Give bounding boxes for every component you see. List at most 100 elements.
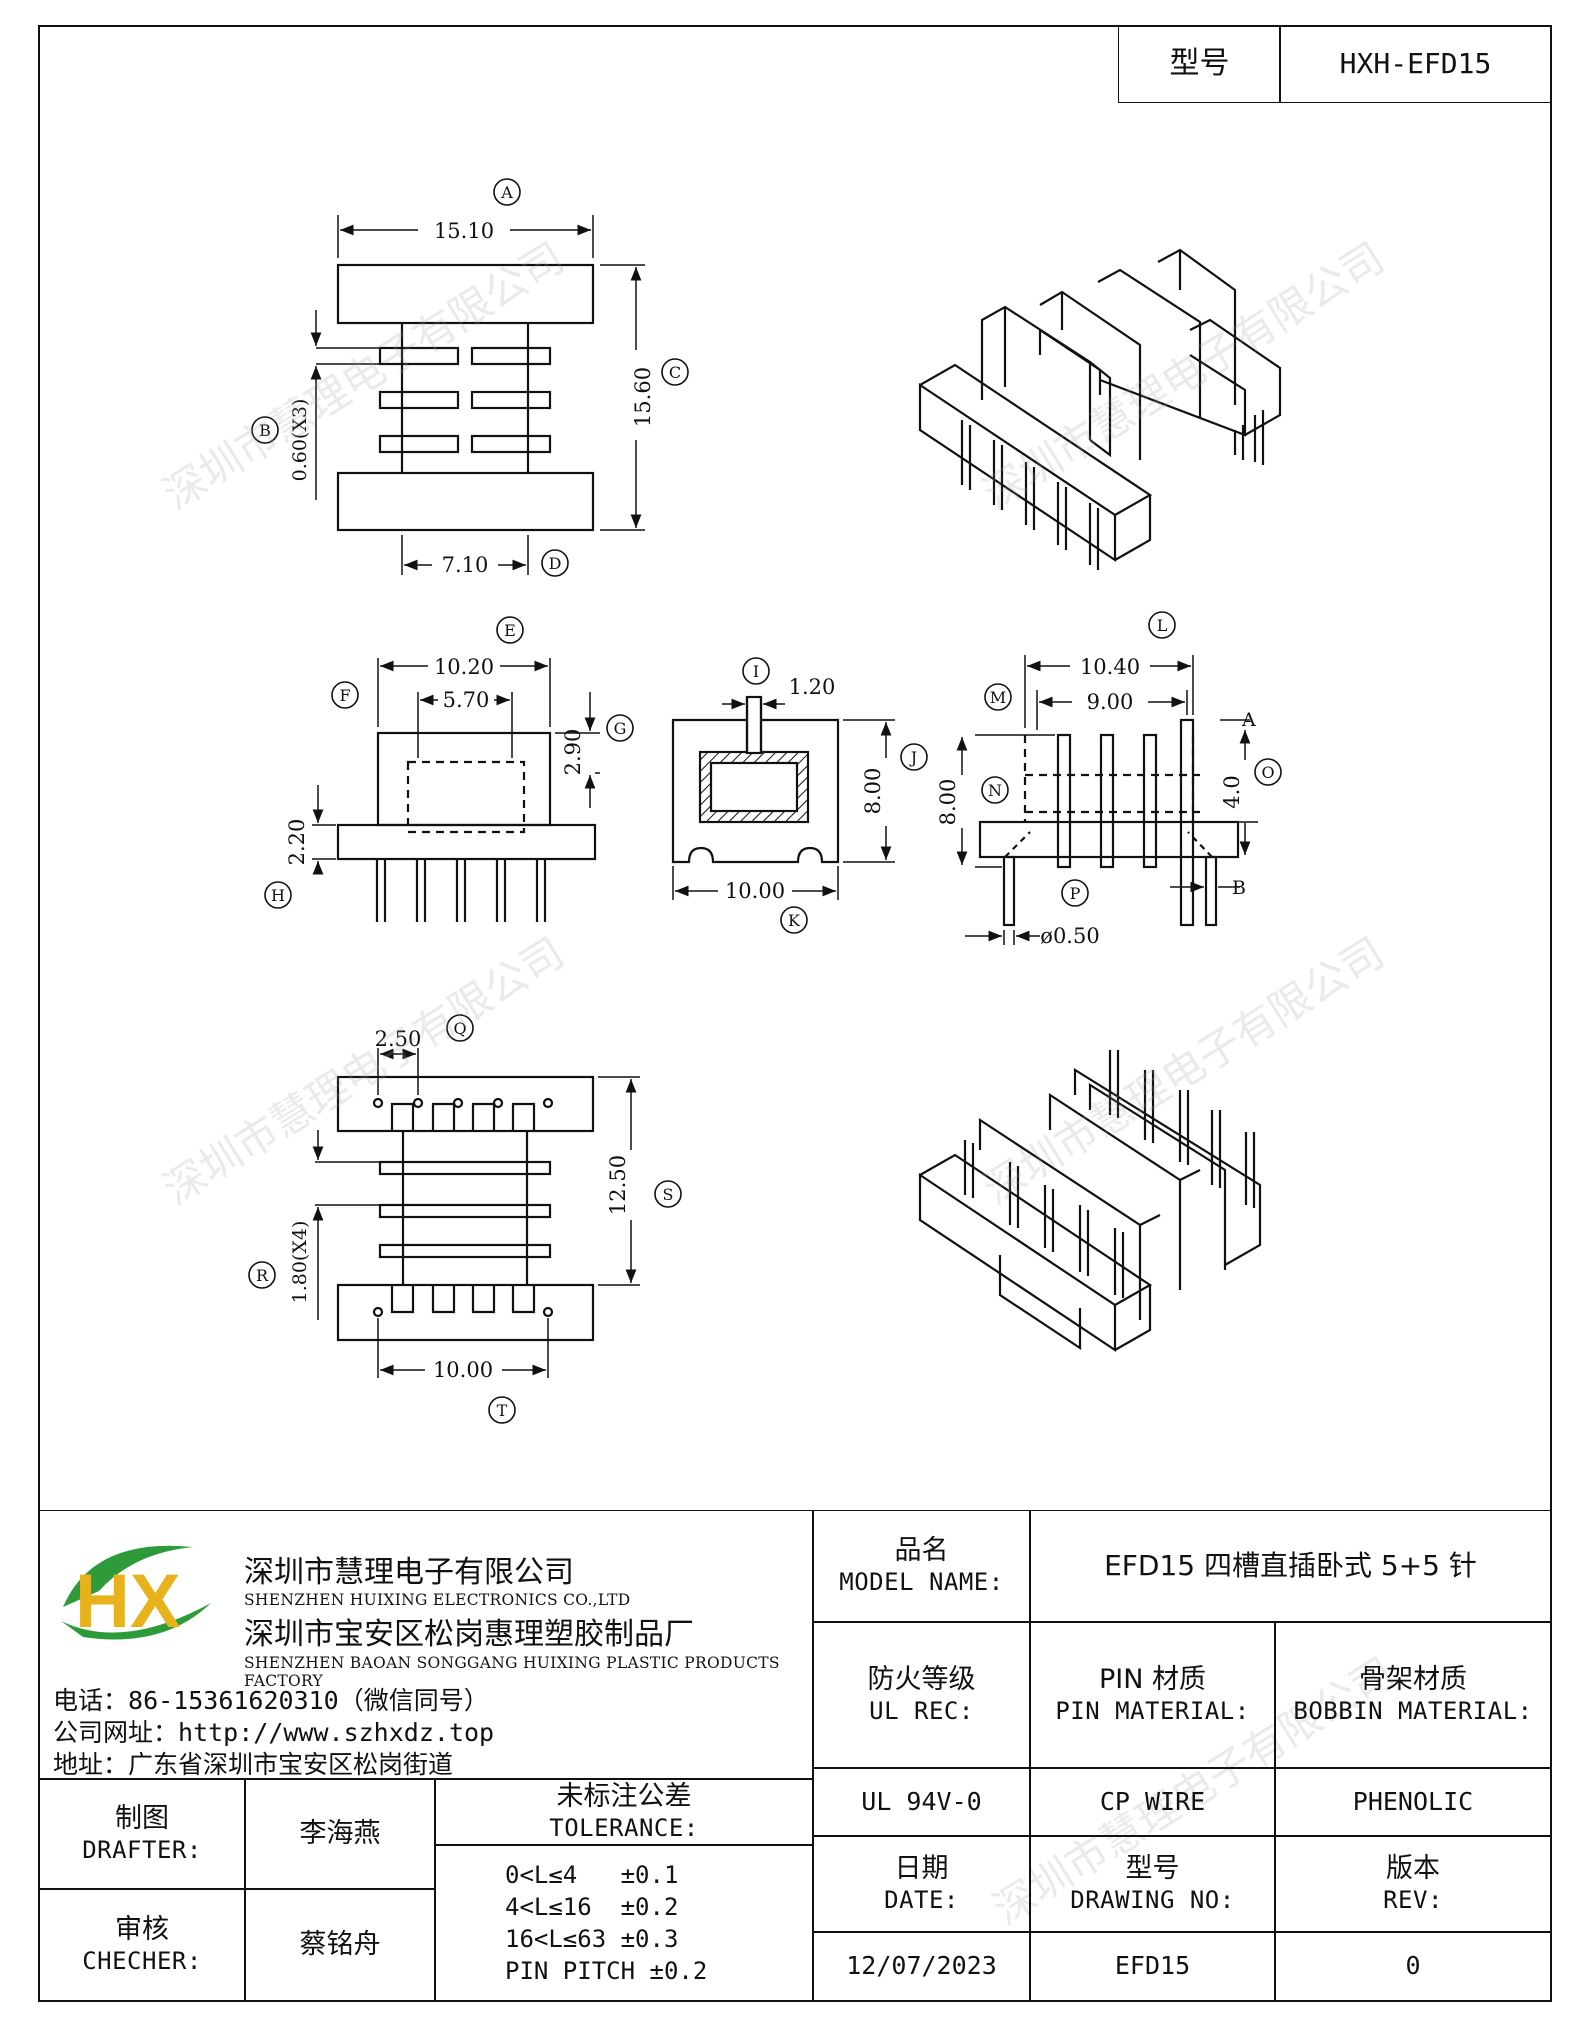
dim-front-base: 2.20 [285, 819, 309, 866]
checker-label-en: CHECHER: [82, 1946, 202, 1975]
ref-n: N [988, 781, 1002, 800]
rev-value: 0 [1405, 1951, 1421, 1981]
checker-label-cn: 审核 [115, 1913, 169, 1945]
model-name-value: EFD15 四槽直插卧式 5+5 针 [1104, 1549, 1477, 1583]
dim-front-width: 10.20 [434, 655, 494, 679]
ref-d: D [549, 554, 562, 573]
company-name-en: SHENZHEN HUIXING ELECTRONICS CO.,LTD [244, 1591, 631, 1609]
dim-side-pin-len: 4.0 [1220, 775, 1244, 808]
logo-letter: HX [75, 1559, 181, 1644]
drafter-label-cn: 制图 [115, 1802, 169, 1834]
address-value: 广东省深圳市宝安区松岗街道 [128, 1750, 454, 1779]
bottom-view [312, 1048, 640, 1378]
ref-g: G [614, 719, 627, 738]
web-value: http://www.szhxdz.top [178, 1718, 495, 1747]
drawing-no-value: EFD15 [1114, 1951, 1191, 1981]
technical-drawing: A B C D E F G H I J K L M N O P Q R S T … [248, 178, 1282, 1424]
ref-k: K [788, 911, 801, 930]
drafter-label-cell: 制图 DRAFTER: [38, 1778, 246, 1890]
ref-f: F [339, 686, 350, 705]
date-label-cn: 日期 [894, 1852, 949, 1884]
dim-side-outer: 10.40 [1080, 655, 1140, 679]
drawing-no-label-en: DRAWING NO: [1070, 1885, 1235, 1914]
side-note-a: A [1241, 709, 1256, 731]
factory-name-cn: 深圳市宝安区松岗惠理塑胶制品厂 [244, 1617, 694, 1652]
front-view [312, 658, 600, 922]
drawing-no-label-cn: 型号 [1125, 1852, 1180, 1884]
phone-value: 86-15361620310（微信同号） [128, 1686, 489, 1715]
ref-c: C [669, 363, 681, 382]
ref-m: M [990, 688, 1006, 707]
company-name-cn: 深圳市慧理电子有限公司 [244, 1555, 574, 1590]
checker-name-cell: 蔡铭舟 [244, 1888, 436, 2002]
reference-letters: A B C D E F G H I J K L M N O P Q R S T [256, 183, 1275, 1420]
rev-value-cell: 0 [1274, 1931, 1552, 2002]
ref-p: P [1070, 884, 1081, 903]
isometric-view-top [918, 248, 1282, 570]
isometric-view-bottom [918, 1050, 1262, 1353]
ref-a: A [500, 183, 513, 202]
model-name-label-cell: 品名 MODEL NAME: [812, 1510, 1031, 1623]
company-info-block: HX 深圳市慧理电子有限公司 SHENZHEN HUIXING ELECTRON… [38, 1510, 814, 1780]
ref-q: Q [453, 1019, 466, 1038]
drafter-label-en: DRAFTER: [82, 1835, 202, 1864]
date-label-en: DATE: [884, 1885, 959, 1914]
dim-side-pin-dia: ø0.50 [1040, 924, 1099, 948]
web-label: 公司网址： [53, 1718, 179, 1747]
tolerance-line: 0<L≤4 ±0.1 [505, 1861, 679, 1889]
bobbin-material-label-cell: 骨架材质 BOBBIN MATERIAL: [1274, 1621, 1552, 1769]
ul-value: UL 94V-0 [861, 1786, 982, 1816]
tolerance-values-cell: 0<L≤4 ±0.1 4<L≤16 ±0.2 16<L≤63 ±0.3 PIN … [434, 1844, 814, 2002]
pin-material-value-cell: CP WIRE [1029, 1767, 1276, 1837]
ref-i: I [753, 662, 759, 681]
ref-e: E [504, 621, 516, 640]
dim-bottom-height: 12.50 [606, 1155, 630, 1215]
ref-b: B [259, 421, 271, 440]
company-address: 地址：广东省深圳市宝安区松岗街道 [53, 1745, 453, 1781]
checker-name: 蔡铭舟 [299, 1928, 381, 1960]
ref-r: R [256, 1266, 269, 1285]
model-name-value-cell: EFD15 四槽直插卧式 5+5 针 [1029, 1510, 1552, 1623]
dim-front-inner: 5.70 [443, 688, 490, 712]
side-note-b: B [1232, 877, 1246, 899]
drawing-no-value-cell: EFD15 [1029, 1931, 1276, 2002]
dim-bottom-slot: 1.80(X4) [289, 1221, 311, 1304]
dim-top-height: 15.60 [631, 367, 655, 427]
dim-section-height: 8.00 [861, 768, 885, 815]
header-model-value: HXH-EFD15 [1339, 46, 1492, 80]
dim-bottom-width: 10.00 [433, 1358, 493, 1382]
ul-value-cell: UL 94V-0 [812, 1767, 1031, 1837]
date-value-cell: 12/07/2023 [812, 1931, 1031, 2002]
drafter-name-cell: 李海燕 [244, 1778, 436, 1890]
drafter-name: 李海燕 [299, 1817, 381, 1849]
ref-l: L [1157, 616, 1168, 635]
section-view [671, 695, 895, 900]
company-website: 公司网址：http://www.szhxdz.top [53, 1713, 494, 1749]
tolerance-line: PIN PITCH ±0.2 [505, 1957, 708, 1985]
top-view [310, 215, 645, 575]
ref-j: J [909, 748, 917, 767]
tolerance-label-cell: 未标注公差 TOLERANCE: [434, 1778, 814, 1846]
reference-circles [248, 178, 1282, 1424]
dimension-texts: 15.10 15.60 0.60(X3) 7.10 10.20 5.70 2.9… [285, 219, 1256, 1382]
pin-material-label-en: PIN MATERIAL: [1055, 1696, 1250, 1725]
header-model-label: 型号 [1169, 45, 1230, 81]
dim-side-inner: 9.00 [1087, 690, 1134, 714]
bobbin-material-label-en: BOBBIN MATERIAL: [1293, 1696, 1533, 1725]
date-label-cell: 日期 DATE: [812, 1835, 1031, 1933]
tolerance-line: 16<L≤63 ±0.3 [505, 1925, 679, 1953]
dim-top-width: 15.10 [434, 219, 494, 243]
ul-rec-label-cell: 防火等级 UL REC: [812, 1621, 1031, 1769]
pin-material-label-cn: PIN 材质 [1098, 1663, 1207, 1695]
bobbin-material-label-cn: 骨架材质 [1359, 1663, 1467, 1695]
tolerance-line: 4<L≤16 ±0.2 [505, 1893, 679, 1921]
phone-label: 电话： [53, 1686, 129, 1715]
ref-h: H [271, 886, 285, 905]
ref-t: T [497, 1401, 508, 1420]
bobbin-material-value-cell: PHENOLIC [1274, 1767, 1552, 1837]
rev-label-en: REV: [1383, 1885, 1443, 1914]
model-name-label-cn: 品名 [894, 1535, 949, 1567]
dim-bottom-pitch: 2.50 [375, 1027, 422, 1051]
ul-rec-label-cn: 防火等级 [867, 1663, 976, 1695]
tolerance-label-en: TOLERANCE: [549, 1813, 699, 1842]
